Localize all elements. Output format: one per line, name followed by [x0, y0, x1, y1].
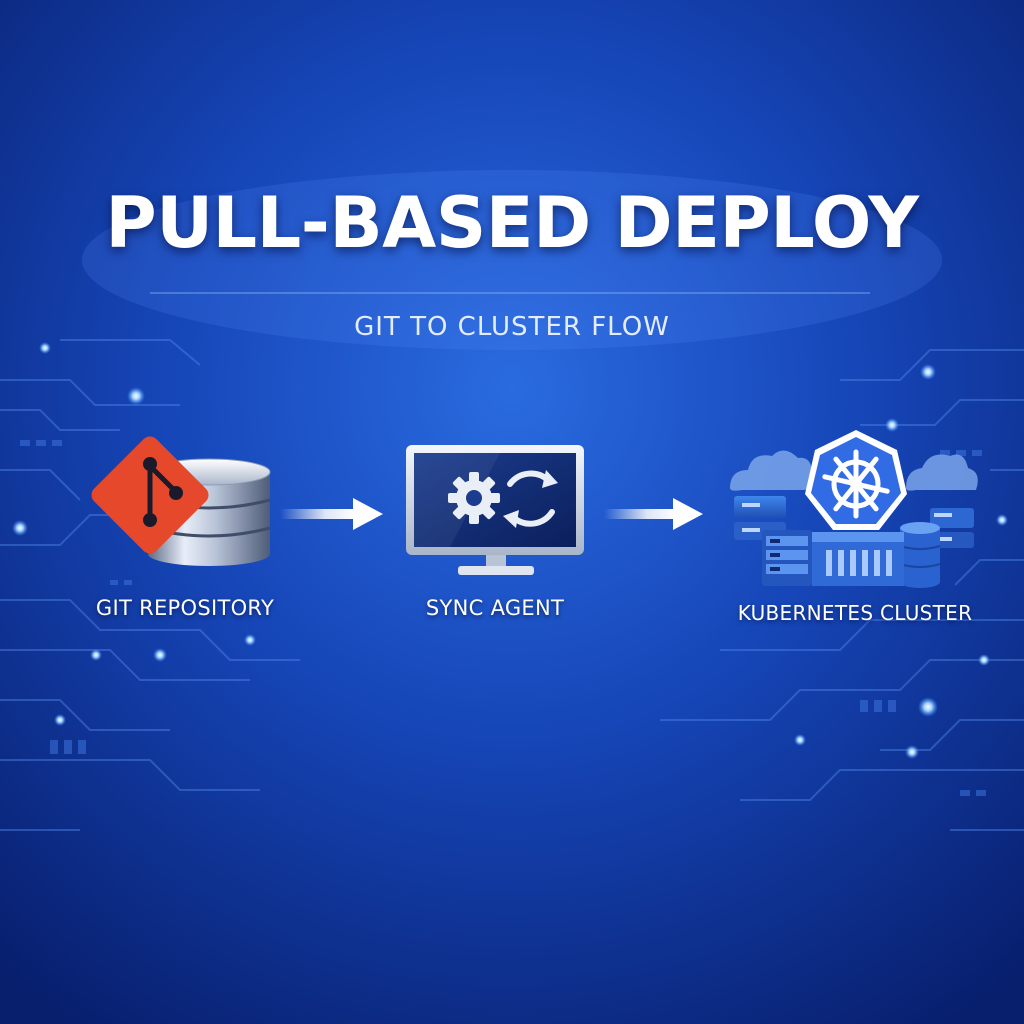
node-label-sync-agent: SYNC AGENT	[425, 596, 565, 620]
node-label-git-repository: GIT REPOSITORY	[95, 596, 275, 620]
node-label-kubernetes-cluster: KUBERNETES CLUSTER	[737, 601, 973, 625]
edge-git-to-sync	[280, 498, 383, 530]
title-glow	[82, 170, 942, 350]
circuit-traces-left	[0, 339, 300, 831]
edge-sync-to-cluster	[604, 498, 703, 530]
kubernetes-cluster-icon	[730, 430, 978, 588]
circuit-dashes	[20, 440, 986, 796]
git-repository-icon	[91, 436, 271, 566]
diagram-subtitle: GIT TO CLUSTER FLOW	[354, 312, 670, 342]
diagram-title: PULL-BASED DEPLOY	[105, 182, 919, 264]
title-underline-glow	[150, 292, 870, 294]
glow-dots	[12, 342, 1008, 759]
sync-agent-icon	[406, 445, 584, 575]
